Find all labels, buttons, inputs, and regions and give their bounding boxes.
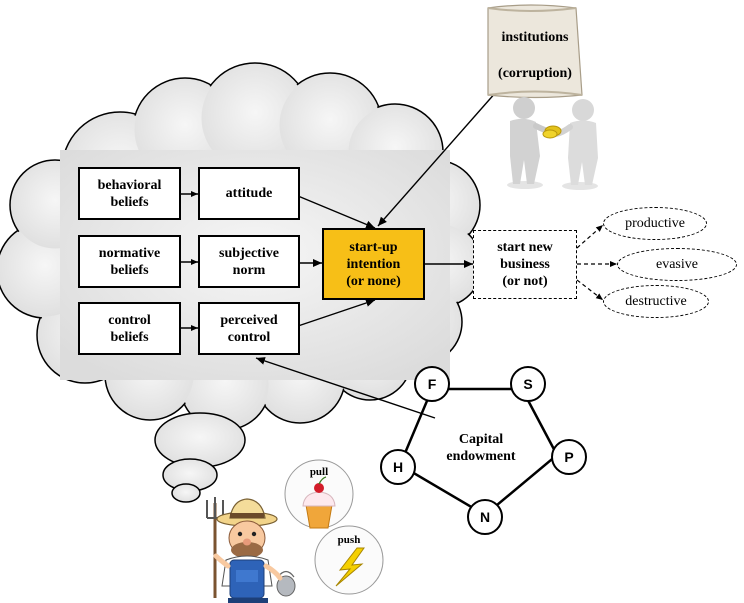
bribery-figures-icon [507,97,598,190]
attitude-box: attitude [198,167,300,220]
corruption-label: (corruption) [498,66,572,81]
evasive-ellipse: evasive [617,248,737,281]
productive-ellipse: productive [603,207,707,240]
pull-label: pull [309,466,329,478]
subjective-norm-box: subjective norm [198,235,300,288]
tpb-arrows [181,82,505,419]
institutions-label: institutions [501,30,569,45]
destructive-ellipse: destructive [603,285,709,318]
perceived-control-box: perceived control [198,302,300,355]
institutions-scroll [487,4,583,99]
behavioral-beliefs-box: behavioral beliefs [78,167,181,220]
control-beliefs-box: control beliefs [78,302,181,355]
capital-node-p: P [551,439,587,475]
lightning-icon [335,547,365,587]
push-label: push [337,534,361,546]
cupcake-icon [302,476,336,529]
capital-node-n: N [467,499,503,535]
capital-node-s: S [510,366,546,402]
capital-node-h: H [380,449,416,485]
outcome-arrows [576,224,617,301]
normative-beliefs-box: normative beliefs [78,235,181,288]
start-new-business-box: start new business (or not) [473,230,577,299]
capital-node-f: F [414,366,450,402]
farmer-icon [206,497,296,603]
motivation-bubbles [284,459,384,595]
start-up-intention-box: start-up intention (or none) [322,228,425,300]
capital-endowment-label: Capital endowment [446,432,516,464]
